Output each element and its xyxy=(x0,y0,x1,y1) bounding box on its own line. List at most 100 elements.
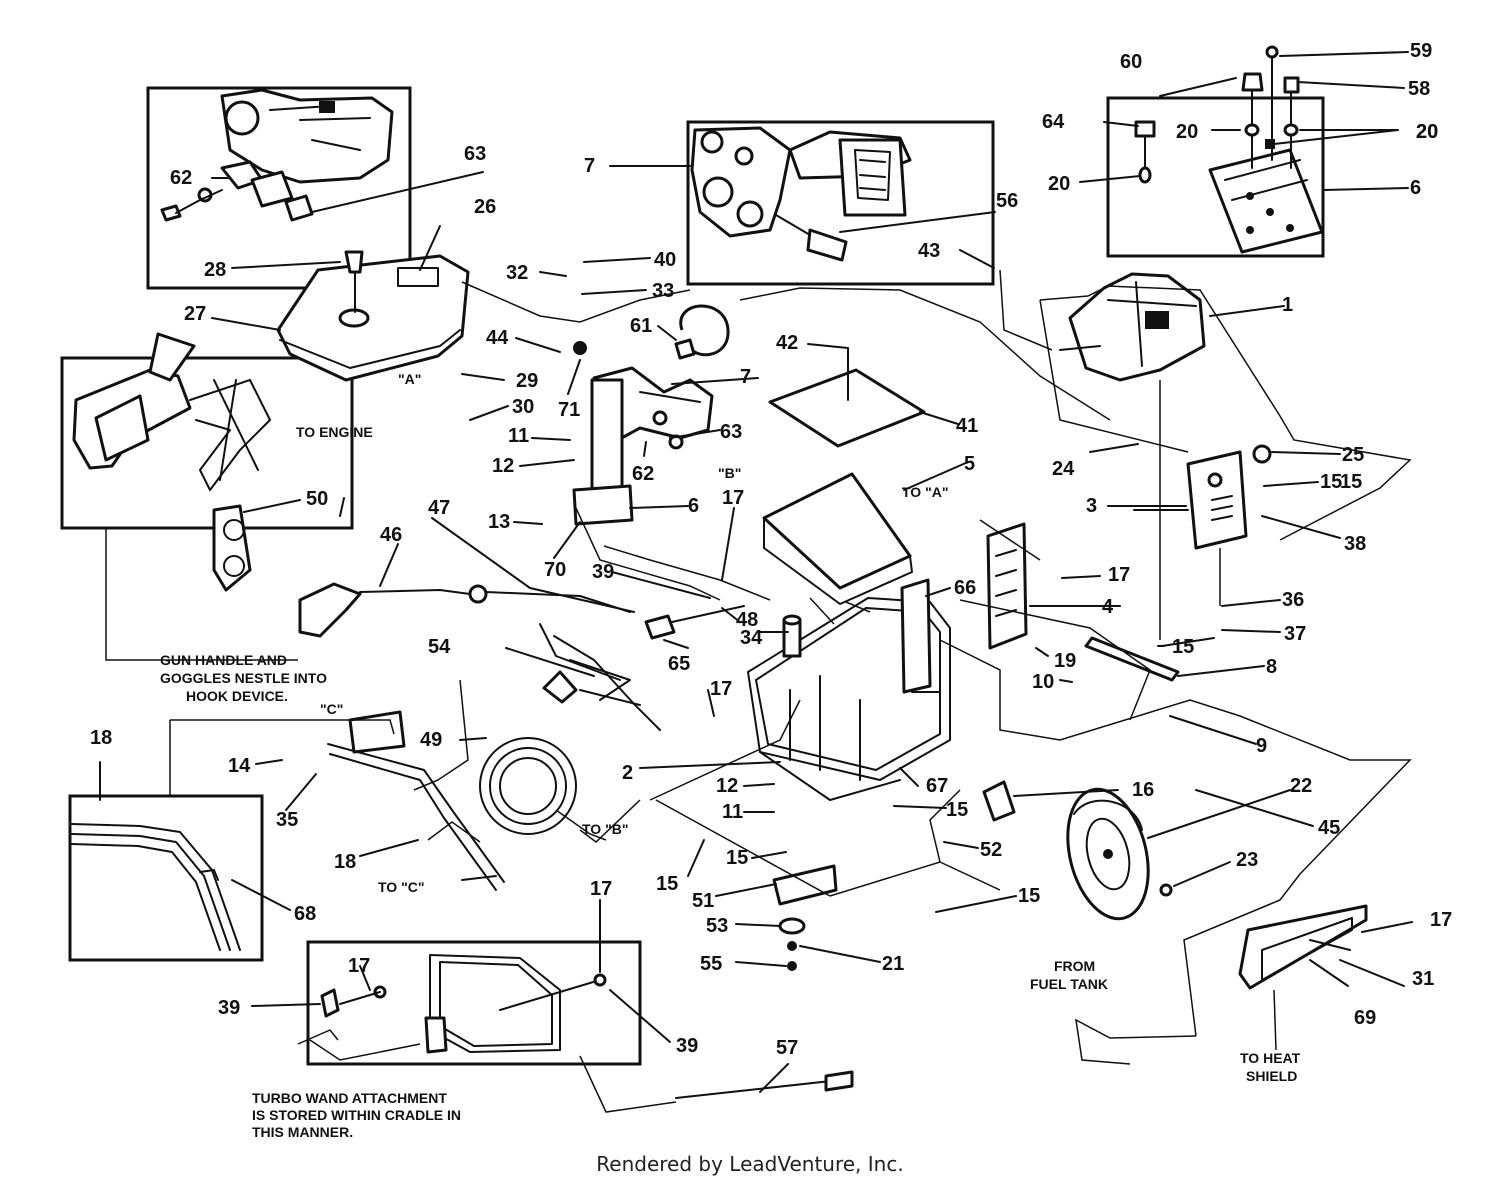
engine-inset-parts xyxy=(160,88,394,222)
note-to-c: TO "C" xyxy=(378,879,424,895)
callout-39c: 39 xyxy=(676,1035,698,1057)
callout-17c: 17 xyxy=(710,678,732,700)
callout-15a: 15 xyxy=(1320,471,1342,493)
side-panel xyxy=(900,522,1028,694)
callout-49: 49 xyxy=(420,729,442,751)
cradle-and-lances xyxy=(675,864,854,1099)
callout-39b: 39 xyxy=(218,997,240,1019)
callout-43: 43 xyxy=(918,240,940,262)
pump-inset-parts xyxy=(690,126,912,262)
note-turbo-1: TURBO WAND ATTACHMENT xyxy=(252,1090,447,1106)
note-to-engine: TO ENGINE xyxy=(296,424,373,440)
turbo-wand-inset-parts xyxy=(320,954,607,1054)
callout-20d: 20 xyxy=(1416,121,1438,143)
connector-lines xyxy=(105,269,1412,1113)
callout-31: 31 xyxy=(1412,968,1434,990)
callout-62b: 62 xyxy=(632,463,654,485)
gun-inset-parts xyxy=(72,332,271,592)
callout-1: 1 xyxy=(1282,294,1293,316)
callout-14: 14 xyxy=(228,755,251,777)
callout-11b: 11 xyxy=(722,801,743,823)
note-turbo-2: IS STORED WITHIN CRADLE IN xyxy=(252,1107,461,1123)
callout-67: 67 xyxy=(926,775,948,797)
note-heat-1: TO HEAT xyxy=(1240,1050,1301,1066)
callout-15d: 15 xyxy=(1018,885,1040,907)
callout-50: 50 xyxy=(306,488,328,510)
note-heat-2: SHIELD xyxy=(1246,1068,1297,1084)
bracket-inset-box xyxy=(1106,96,1325,258)
callout-64: 64 xyxy=(1042,111,1065,133)
engine-block xyxy=(1059,272,1206,382)
callout-61: 61 xyxy=(630,315,652,337)
pump-assembly xyxy=(572,304,730,526)
callout-54: 54 xyxy=(428,636,451,658)
callout-65: 65 xyxy=(668,653,690,675)
callout-56: 56 xyxy=(996,190,1018,212)
diagram-notes: TO ENGINE TO "A" "A" "B" "C" TO "B" TO "… xyxy=(160,371,1301,1140)
callout-2: 2 xyxy=(622,762,633,784)
heat-shield xyxy=(1238,904,1368,990)
callout-26: 26 xyxy=(474,196,496,218)
callout-18b: 18 xyxy=(334,851,356,873)
callout-71: 71 xyxy=(558,399,580,421)
engine-inset-box xyxy=(146,86,412,290)
callout-40: 40 xyxy=(654,249,676,271)
callout-25: 25 xyxy=(1342,444,1364,466)
callout-12a: 12 xyxy=(492,455,514,477)
bracket-inset-parts xyxy=(1134,45,1324,254)
callout-10: 10 xyxy=(1032,671,1054,693)
note-ref-a: "A" xyxy=(398,371,421,387)
callout-20b: 20 xyxy=(1416,121,1438,143)
callout-15e: 15 xyxy=(726,847,748,869)
callout-numbers: 1 2 3 4 5 6 6 7 7 8 9 10 11 11 12 12 13 … xyxy=(90,40,1452,1059)
callout-41: 41 xyxy=(956,415,978,437)
callout-59: 59 xyxy=(1410,40,1432,62)
callout-53: 53 xyxy=(706,915,728,937)
note-ref-b: "B" xyxy=(718,465,741,481)
callout-39a: 39 xyxy=(592,561,614,583)
callout-29: 29 xyxy=(516,370,538,392)
callout-44: 44 xyxy=(486,327,509,349)
callout-35: 35 xyxy=(276,809,298,831)
callout-12b: 12 xyxy=(716,775,738,797)
callout-leaders xyxy=(99,51,1413,1093)
callout-58: 58 xyxy=(1408,78,1430,100)
callout-7a: 7 xyxy=(584,155,595,177)
callout-17b: 17 xyxy=(1108,564,1130,586)
callout-32: 32 xyxy=(506,262,528,284)
callout-70: 70 xyxy=(544,559,566,581)
callout-15f: 15 xyxy=(656,873,678,895)
callout-18a: 18 xyxy=(90,727,112,749)
main-frame xyxy=(747,597,951,801)
callout-62a: 62 xyxy=(170,167,192,189)
callout-23: 23 xyxy=(1236,849,1258,871)
callout-19: 19 xyxy=(1054,650,1076,672)
callout-17d: 17 xyxy=(590,878,612,900)
callout-21: 21 xyxy=(882,953,904,975)
note-to-b: TO "B" xyxy=(582,821,628,837)
callout-17a: 17 xyxy=(722,487,744,509)
footer-credit: Rendered by LeadVenture, Inc. xyxy=(596,1152,904,1176)
callout-15c: 15 xyxy=(946,799,968,821)
callout-66: 66 xyxy=(954,577,976,599)
note-gun-3: HOOK DEVICE. xyxy=(186,688,288,704)
callout-15b: 15 xyxy=(1172,636,1194,658)
callout-51: 51 xyxy=(692,890,714,912)
callout-4: 4 xyxy=(1102,596,1114,618)
gun-inset-box xyxy=(60,356,354,530)
callout-63b: 63 xyxy=(720,421,742,443)
callout-20c: 20 xyxy=(1048,173,1070,195)
callout-36: 36 xyxy=(1282,589,1304,611)
callout-48: 48 xyxy=(736,609,758,631)
note-turbo-3: THIS MANNER. xyxy=(252,1124,353,1140)
screen-plate xyxy=(768,368,926,448)
callout-45: 45 xyxy=(1318,817,1340,839)
callout-33: 33 xyxy=(652,280,674,302)
note-gun-1: GUN HANDLE AND xyxy=(160,652,287,668)
callout-42: 42 xyxy=(776,332,798,354)
frame-detail-inset-parts xyxy=(71,823,241,951)
note-fuel-1: FROM xyxy=(1054,958,1095,974)
tray xyxy=(762,472,913,605)
callout-15g: 15 xyxy=(1340,471,1362,493)
callout-57: 57 xyxy=(776,1037,798,1059)
